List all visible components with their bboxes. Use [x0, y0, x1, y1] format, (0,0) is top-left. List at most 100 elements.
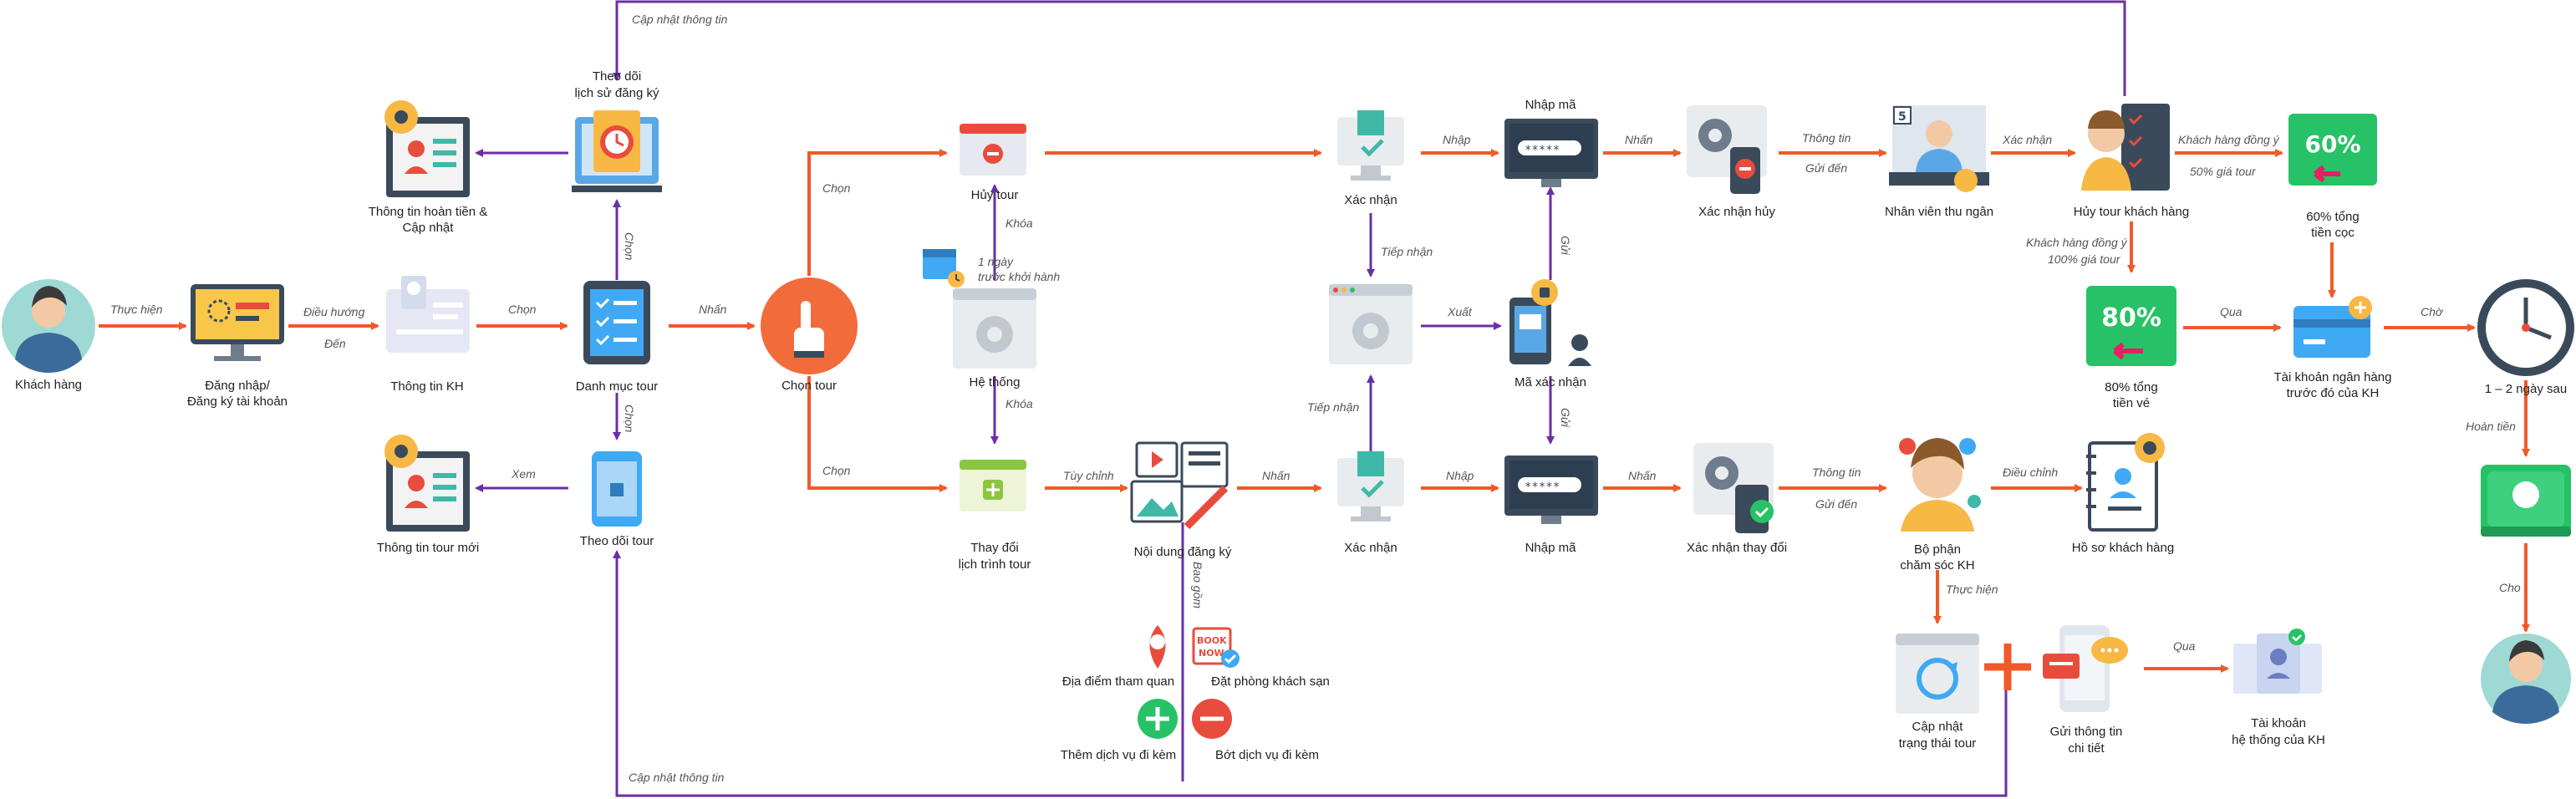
edge-chon-huy: Chọn — [822, 181, 851, 195]
edge-nhap-top: Nhập — [1443, 133, 1471, 146]
edge-nhan-danh-muc: Nhấn — [699, 303, 727, 316]
customer-cancel-node: Hủy tour khách hàng — [2074, 104, 2189, 219]
label-dang-nhap-1: Đăng nhập/ — [205, 379, 270, 393]
new-tour-info-node: Thông tin tour mới — [377, 435, 479, 555]
pointer-hand-icon — [794, 301, 824, 358]
label-sixty-1: 60% tổng — [2306, 210, 2359, 224]
add-window-icon — [960, 460, 1026, 511]
confirm-monitor-bottom-icon — [1337, 451, 1404, 522]
login-node: Đăng nhập/ Đăng ký tài khoản — [187, 284, 288, 409]
sixty-percent-node: 60% 60% tổng tiền cọc — [2288, 114, 2377, 240]
label-xac-nhan-thay-doi: Xác nhận thay đổi — [1687, 541, 1787, 555]
person-checklist-icon — [2081, 104, 2170, 191]
label-cap-nhat-1: Cập nhật — [1912, 720, 1964, 734]
code-dots-bottom: ***** — [1525, 481, 1560, 494]
monitor-login-icon — [191, 284, 284, 361]
label-danh-muc-tour: Danh mục tour — [576, 379, 658, 394]
gear-profile-top-icon — [384, 100, 470, 197]
label-xac-nhan-bottom: Xác nhận — [1344, 541, 1397, 555]
phone-lock-icon — [1509, 279, 1591, 366]
label-hoan-tien-2: Cập nhật — [403, 221, 455, 235]
cashier-desk-icon: 5 — [1889, 105, 1989, 192]
confirm-change-node: Xác nhận thay đổi — [1687, 443, 1787, 555]
label-mot-ngay-1: 1 ngày — [978, 255, 1014, 268]
edge-thuc-hien-cskh: Thực hiện — [1946, 583, 1998, 596]
label-dat-phong: Đặt phòng khách sạn — [1211, 674, 1330, 689]
label-gui-thong-tin-2: chi tiết — [2068, 741, 2105, 756]
choose-tour-node: Chọn tour — [761, 277, 858, 393]
one-day-before-node: 1 ngày trước khởi hành — [923, 249, 1060, 288]
label-theo-doi-ls-1: Theo dõi — [593, 69, 641, 84]
system-node-middle — [1329, 284, 1413, 364]
edge-xem: Xem — [511, 467, 536, 481]
edge-kh-dong-50-2: 50% giá tour — [2190, 165, 2257, 178]
label-bo-phan-1: Bộ phận — [1914, 542, 1961, 557]
label-thay-doi-2: lịch trình tour — [959, 557, 1031, 572]
edge-qua-top: Qua — [2220, 305, 2243, 318]
edge-chon-kh: Chọn — [508, 303, 537, 316]
edge-gui-bottom: Gửi — [1559, 408, 1572, 428]
system-gear-window-icon — [953, 288, 1036, 369]
edge-khoa-bottom: Khóa — [1005, 397, 1033, 410]
label-theo-doi-ls-2: lịch sử đăng ký — [575, 86, 659, 100]
now-text: NOW — [1199, 648, 1224, 659]
label-thong-tin-tour-moi: Thông tin tour mới — [377, 541, 479, 555]
wait-clock-node: 1 – 2 ngày sau — [2477, 279, 2574, 396]
edge-thong-tin-top: Thông tin — [1802, 131, 1851, 145]
system-account-node: Tài khoản hệ thống của KH — [2232, 629, 2325, 747]
customer-info-node: Thông tin KH — [386, 276, 470, 394]
edge-dieu-chinh: Điều chỉnh — [2003, 466, 2058, 479]
history-tracking-node: Theo dõi lịch sử đăng ký — [572, 69, 662, 192]
edge-chon-lich-su: Chọn — [623, 232, 636, 261]
label-thay-doi-1: Thay đổi — [970, 541, 1019, 555]
label-them-dich-vu: Thêm dịch vụ đi kèm — [1061, 748, 1176, 762]
label-nhap-ma-bottom: Nhập mã — [1525, 541, 1577, 555]
main-flow-arrows — [99, 149, 2530, 673]
label-thong-tin-kh: Thông tin KH — [390, 379, 464, 394]
confirmation-code-node: Mã xác nhận — [1509, 279, 1591, 389]
label-dia-diem: Địa điểm tham quan — [1062, 674, 1174, 689]
label-gui-thong-tin-1: Gửi thông tin — [2050, 725, 2123, 739]
label-ho-so-kh: Hồ sơ khách hàng — [2072, 541, 2174, 555]
edge-chon-thay-doi: Chọn — [822, 464, 851, 477]
refund-money-node — [2481, 465, 2571, 537]
sixty-badge: 60% — [2304, 130, 2360, 158]
label-chon-tour: Chọn tour — [781, 379, 837, 393]
support-agent-icon — [1899, 438, 1981, 532]
confirm-bottom-node: Xác nhận — [1337, 451, 1404, 555]
edge-nhan-noi-dung: Nhấn — [1262, 469, 1291, 482]
label-eighty-1: 80% tổng — [2105, 380, 2157, 394]
label-theo-doi-tour: Theo dõi tour — [580, 534, 654, 548]
label-tk-he-thong-1: Tài khoản — [2251, 716, 2306, 730]
edge-kh-dong-100-2: 100% giá tour — [2048, 252, 2121, 266]
media-content-icon — [1130, 441, 1229, 530]
remove-service-icon — [1192, 699, 1232, 739]
book-now-icon: BOOK NOW — [1192, 627, 1240, 668]
code-monitor-top-icon: ***** — [1504, 119, 1598, 187]
edge-cho-top: Chờ — [2421, 305, 2444, 318]
edge-thong-tin-bottom: Thông tin — [1812, 466, 1861, 479]
registration-content-node: Nội dung đăng ký — [1130, 441, 1232, 559]
send-details-node: Gửi thông tin chi tiết — [2043, 625, 2128, 756]
label-xac-nhan-top: Xác nhận — [1344, 193, 1397, 207]
label-mot-hai-ngay: 1 – 2 ngày sau — [2485, 382, 2567, 396]
add-service-icon — [1138, 699, 1178, 739]
label-hoan-tien-1: Thông tin hoàn tiền & — [369, 205, 488, 219]
plus-connector-icon — [1984, 644, 2031, 690]
label-bot-dich-vu: Bớt dịch vụ đi kèm — [1215, 748, 1319, 762]
arrow-update-bottom — [613, 550, 2008, 797]
edge-cho-bottom: Cho — [2499, 581, 2521, 594]
edge-labels: Thực hiện Điều hướng Đến Chọn Nhấn Chọn … — [110, 13, 2521, 784]
edge-cap-nhat-top: Cập nhật thông tin — [632, 13, 728, 26]
label-bo-phan-2: chăm sóc KH — [1900, 558, 1974, 573]
change-schedule-node: Thay đổi lịch trình tour — [959, 460, 1031, 572]
edge-gui-den-bottom: Gửi đến — [1815, 497, 1857, 511]
label-mot-ngay-2: trước khởi hành — [978, 270, 1060, 283]
label-khach-hang: Khách hàng — [15, 378, 82, 392]
label-huy-tour-kh: Hủy tour khách hàng — [2074, 205, 2189, 219]
edge-nhan-bottom: Nhấn — [1628, 469, 1657, 482]
tour-tracking-node: Theo dõi tour — [580, 451, 654, 548]
refund-info-node: Thông tin hoàn tiền & Cập nhật — [369, 100, 488, 235]
edge-den: Đến — [324, 337, 346, 350]
arrow-chontour-thaydoi — [807, 376, 948, 492]
